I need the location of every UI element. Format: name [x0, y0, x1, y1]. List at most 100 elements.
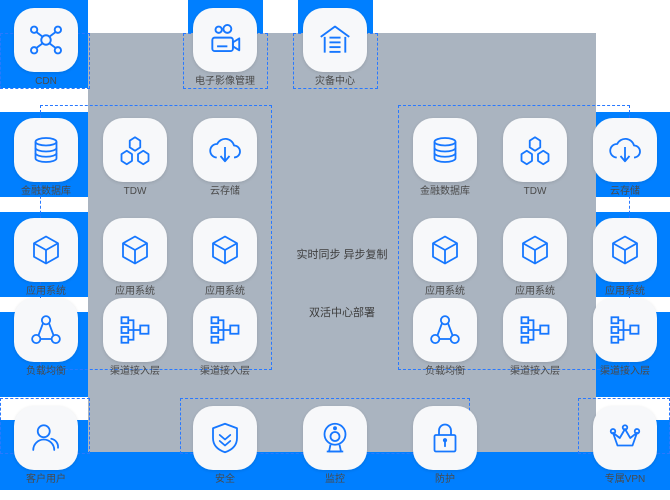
users-tile[interactable] — [14, 406, 78, 470]
node-right-app-2[interactable]: 应用系统 — [503, 218, 567, 298]
load-balancer-tile[interactable] — [413, 298, 477, 362]
database-icon — [427, 132, 463, 168]
node-right-app-1[interactable]: 应用系统 — [413, 218, 477, 298]
node-label: TDW — [523, 186, 547, 197]
cloud-download-icon — [607, 132, 643, 168]
cloud-download-icon — [207, 132, 243, 168]
cloud-storage-tile[interactable] — [193, 118, 257, 182]
security-tile[interactable] — [193, 406, 257, 470]
sitemap-icon — [607, 312, 643, 348]
protection-tile[interactable] — [413, 406, 477, 470]
database-tile[interactable] — [14, 118, 78, 182]
cdn-network-icon — [27, 21, 65, 59]
node-left-channel-1[interactable]: 渠道接入层 — [103, 298, 167, 378]
node-vpn[interactable]: 专属VPN — [593, 406, 657, 486]
vpn-tile[interactable] — [593, 406, 657, 470]
load-balancer-tile[interactable] — [14, 298, 78, 362]
node-label: 金融数据库 — [420, 186, 470, 197]
node-protection[interactable]: 防护 — [413, 406, 477, 486]
channel-tile[interactable] — [593, 298, 657, 362]
sitemap-icon — [517, 312, 553, 348]
cube-icon — [28, 232, 64, 268]
center-label-sync: 实时同步 异步复制 — [296, 249, 388, 261]
node-label: 负载均衡 — [425, 366, 465, 377]
node-label: 渠道接入层 — [200, 366, 250, 377]
app-tile[interactable] — [193, 218, 257, 282]
node-label: 监控 — [325, 474, 345, 485]
node-label: TDW — [123, 186, 147, 197]
tdw-tile[interactable] — [503, 118, 567, 182]
load-balancer-icon — [28, 312, 64, 348]
node-label: 金融数据库 — [21, 186, 71, 197]
node-right-database[interactable]: 金融数据库 — [413, 118, 477, 198]
node-label: 应用系统 — [515, 286, 555, 297]
node-left-load-balancer[interactable]: 负载均衡 — [14, 298, 78, 378]
node-label: 专属VPN — [604, 474, 646, 485]
app-tile[interactable] — [103, 218, 167, 282]
node-left-app-1[interactable]: 应用系统 — [14, 218, 78, 298]
cube-icon — [517, 232, 553, 268]
node-right-tdw[interactable]: TDW — [503, 118, 567, 198]
lock-icon — [427, 420, 463, 456]
cloud-storage-tile[interactable] — [593, 118, 657, 182]
hexagon-cluster-icon — [117, 132, 153, 168]
node-right-channel-2[interactable]: 渠道接入层 — [593, 298, 657, 378]
node-label: 渠道接入层 — [510, 366, 560, 377]
node-label: 应用系统 — [115, 286, 155, 297]
node-users[interactable]: 客户用户 — [14, 406, 78, 486]
node-left-tdw[interactable]: TDW — [103, 118, 167, 198]
app-tile[interactable] — [593, 218, 657, 282]
node-label: 电子影像管理 — [195, 76, 255, 87]
node-label: 渠道接入层 — [110, 366, 160, 377]
node-left-database[interactable]: 金融数据库 — [14, 118, 78, 198]
electronic-imaging-tile[interactable] — [193, 8, 257, 72]
node-label: 云存储 — [210, 186, 240, 197]
node-label: 应用系统 — [26, 286, 66, 297]
shield-icon — [207, 420, 243, 456]
node-label: CDN — [35, 76, 57, 87]
channel-tile[interactable] — [503, 298, 567, 362]
monitoring-tile[interactable] — [303, 406, 367, 470]
camera-monitor-icon — [317, 420, 353, 456]
user-icon — [28, 420, 64, 456]
cube-icon — [117, 232, 153, 268]
cube-icon — [207, 232, 243, 268]
node-cdn[interactable]: CDN — [14, 8, 78, 88]
database-tile[interactable] — [413, 118, 477, 182]
node-right-app-3[interactable]: 应用系统 — [593, 218, 657, 298]
node-monitoring[interactable]: 监控 — [303, 406, 367, 486]
node-left-cloud-storage[interactable]: 云存储 — [193, 118, 257, 198]
node-left-channel-2[interactable]: 渠道接入层 — [193, 298, 257, 378]
database-icon — [28, 132, 64, 168]
video-camera-icon — [206, 21, 244, 59]
crown-vpn-icon — [607, 420, 643, 456]
center-label-deployment: 双活中心部署 — [309, 307, 375, 319]
datacenter-building-icon — [316, 21, 354, 59]
cdn-tile[interactable] — [14, 8, 78, 72]
node-label: 应用系统 — [605, 286, 645, 297]
channel-tile[interactable] — [103, 298, 167, 362]
app-tile[interactable] — [503, 218, 567, 282]
node-electronic-imaging[interactable]: 电子影像管理 — [193, 8, 257, 88]
node-right-channel-1[interactable]: 渠道接入层 — [503, 298, 567, 378]
tdw-tile[interactable] — [103, 118, 167, 182]
node-label: 防护 — [435, 474, 455, 485]
node-label: 客户用户 — [26, 474, 66, 485]
node-left-app-3[interactable]: 应用系统 — [193, 218, 257, 298]
load-balancer-icon — [427, 312, 463, 348]
node-label: 灾备中心 — [315, 76, 355, 87]
node-label: 云存储 — [610, 186, 640, 197]
node-security[interactable]: 安全 — [193, 406, 257, 486]
dr-center-tile[interactable] — [303, 8, 367, 72]
app-tile[interactable] — [413, 218, 477, 282]
cube-icon — [427, 232, 463, 268]
node-right-load-balancer[interactable]: 负载均衡 — [413, 298, 477, 378]
node-left-app-2[interactable]: 应用系统 — [103, 218, 167, 298]
app-tile[interactable] — [14, 218, 78, 282]
node-dr-center[interactable]: 灾备中心 — [303, 8, 367, 88]
node-label: 渠道接入层 — [600, 366, 650, 377]
node-label: 负载均衡 — [26, 366, 66, 377]
channel-tile[interactable] — [193, 298, 257, 362]
node-label: 安全 — [215, 474, 235, 485]
node-right-cloud-storage[interactable]: 云存储 — [593, 118, 657, 198]
